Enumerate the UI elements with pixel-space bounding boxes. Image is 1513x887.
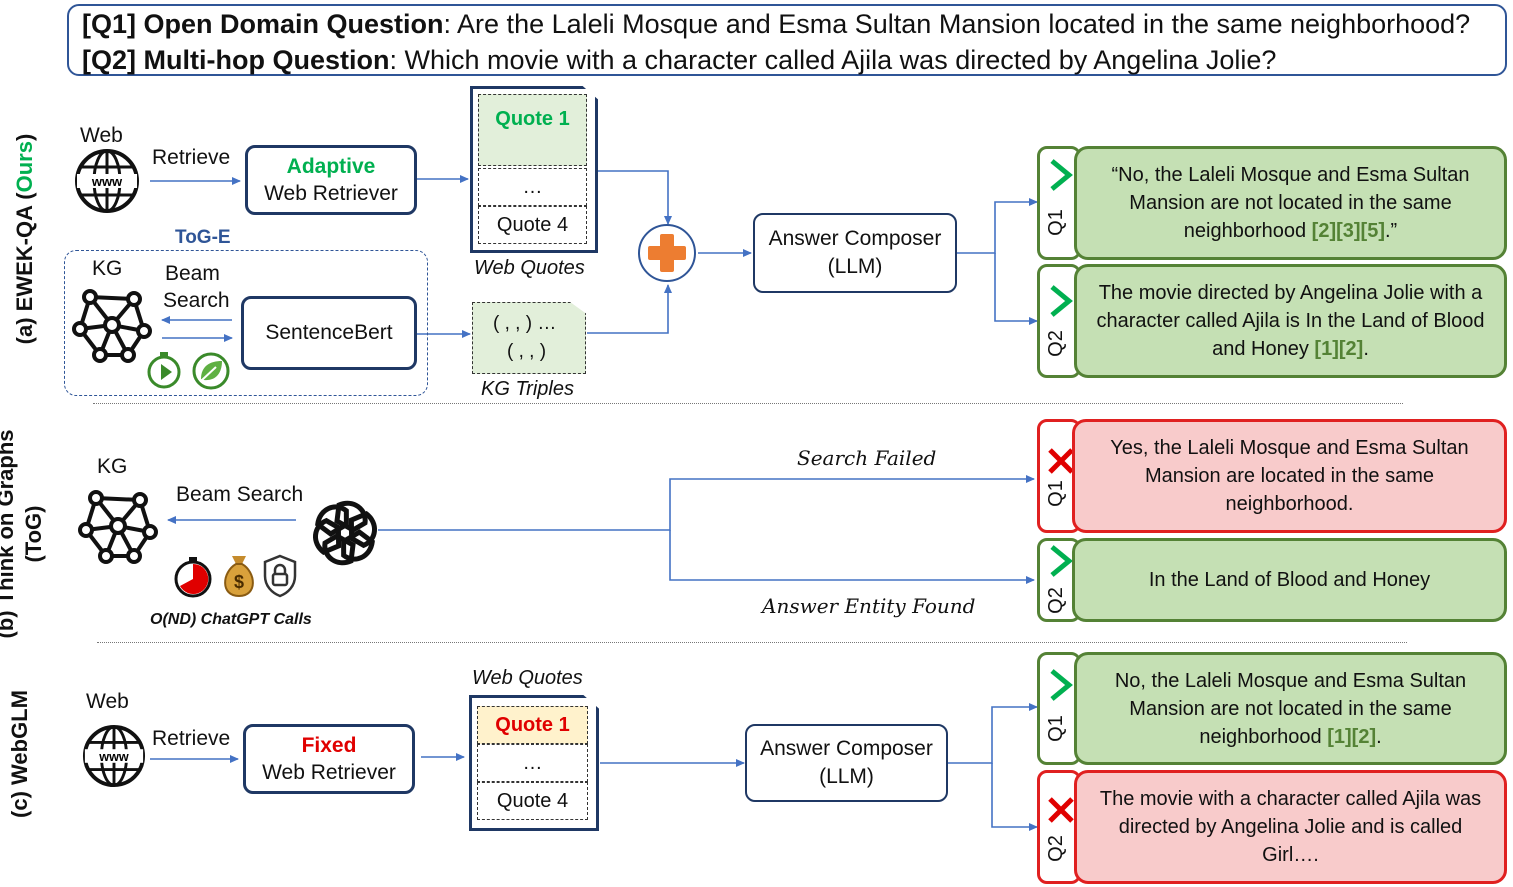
arrow-tog-to-q2 xyxy=(669,530,1035,584)
sentencebert-box: SentenceBert xyxy=(241,296,417,370)
check-icon xyxy=(1050,669,1073,701)
beam-search-label-b: Beam Search xyxy=(176,483,304,506)
tog-e-group xyxy=(64,250,428,396)
timer-icon xyxy=(174,557,212,598)
check-icon xyxy=(1050,545,1073,577)
cross-icon xyxy=(1048,448,1074,474)
web-label: Web xyxy=(80,124,123,147)
search-failed-label: Search Failed xyxy=(797,446,937,470)
arrow-quotes-to-plus xyxy=(598,170,672,225)
globe-www-icon: www xyxy=(82,724,146,788)
tog-e-label: ToG-E xyxy=(175,227,231,248)
web-quotes-doc: Quote 1 … Quote 4 xyxy=(470,86,598,253)
beam-label-1: Beam xyxy=(165,262,220,285)
globe-www-icon: www xyxy=(75,149,139,213)
answer-q2-b: In the Land of Blood and Honey xyxy=(1072,538,1507,622)
beam-label-2: Search xyxy=(163,289,230,312)
panel-a-side-label: (a) EWEK-QA (Ours) xyxy=(12,133,37,345)
answer-q1-b: Yes, the Laleli Mosque and Esma Sultan M… xyxy=(1072,419,1507,533)
retrieve-label: Retrieve xyxy=(152,146,231,169)
answer-q1-a: “No, the Laleli Mosque and Esma Sultan M… xyxy=(1074,146,1507,260)
quote-ellipsis-c: … xyxy=(477,744,588,782)
kg-triples-caption: KG Triples xyxy=(481,378,574,400)
web-label-c: Web xyxy=(86,690,129,713)
chatgpt-calls-label: O(ND) ChatGPT Calls xyxy=(150,611,312,628)
q2-tab-a: Q2 xyxy=(1037,264,1081,378)
knowledge-graph-icon xyxy=(78,490,158,564)
openai-logo-icon xyxy=(313,500,377,566)
check-icon xyxy=(1050,285,1073,317)
answer-q2-c: The movie with a character called Ajila … xyxy=(1074,770,1507,884)
quote-4-item: Quote 4 xyxy=(478,206,587,244)
question-2: [Q2] Multi-hop Question: Which movie wit… xyxy=(82,45,1277,75)
quote-1-item-c: Quote 1 xyxy=(477,706,588,744)
quote-1-item: Quote 1 xyxy=(478,94,587,166)
svg-text:www: www xyxy=(91,174,123,189)
arrow-composer-c-to-q2 xyxy=(991,763,1038,831)
knowledge-graph-icon xyxy=(72,289,152,363)
cross-icon xyxy=(1048,797,1074,823)
svg-text:$: $ xyxy=(234,572,244,592)
kg-triples-doc: ( , , ) … ( , , ) xyxy=(472,302,586,374)
answer-composer-a: Answer Composer (LLM) xyxy=(753,213,957,293)
web-quotes-caption-c: Web Quotes xyxy=(472,667,583,689)
lock-shield-icon xyxy=(263,554,297,598)
timer-icon xyxy=(147,352,181,389)
quote-4-item-c: Quote 4 xyxy=(477,782,588,820)
question-1: [Q1] Open Domain Question: Are the Lalel… xyxy=(82,9,1471,39)
answer-composer-c: Answer Composer (LLM) xyxy=(745,724,948,802)
arrow-triples-to-plus xyxy=(587,284,672,334)
adaptive-web-retriever: Adaptive Web Retriever xyxy=(245,145,417,215)
kg-label-b: KG xyxy=(97,455,128,478)
quote-ellipsis: … xyxy=(478,168,587,206)
question-box xyxy=(67,4,1507,76)
arrow-tog-to-q1 xyxy=(378,475,1035,531)
retrieve-label-c: Retrieve xyxy=(152,727,231,750)
arrow-composer-to-q1 xyxy=(957,198,1038,254)
leaf-icon xyxy=(192,352,230,390)
q1-tab-c: Q1 xyxy=(1037,652,1081,765)
svg-text:www: www xyxy=(98,750,129,764)
arrow-composer-c-to-q1 xyxy=(948,703,1038,764)
separator-b-c xyxy=(97,642,1407,643)
check-icon xyxy=(1050,159,1073,191)
web-quotes-caption: Web Quotes xyxy=(474,257,585,279)
fixed-web-retriever: Fixed Web Retriever xyxy=(243,724,415,794)
web-quotes-doc-c: Quote 1 … Quote 4 xyxy=(469,695,599,831)
kg-label-a: KG xyxy=(92,257,123,280)
plus-merge-icon xyxy=(638,224,696,282)
q1-tab-a: Q1 xyxy=(1037,146,1081,260)
answer-found-label: Answer Entity Found xyxy=(762,594,976,618)
answer-q1-c: No, the Laleli Mosque and Esma Sultan Ma… xyxy=(1074,652,1507,765)
answer-q2-a: The movie directed by Angelina Jolie wit… xyxy=(1074,264,1507,378)
money-bag-icon: $ xyxy=(224,556,254,598)
separator-a-b xyxy=(93,403,1403,404)
arrow-composer-to-q2 xyxy=(994,253,1038,325)
